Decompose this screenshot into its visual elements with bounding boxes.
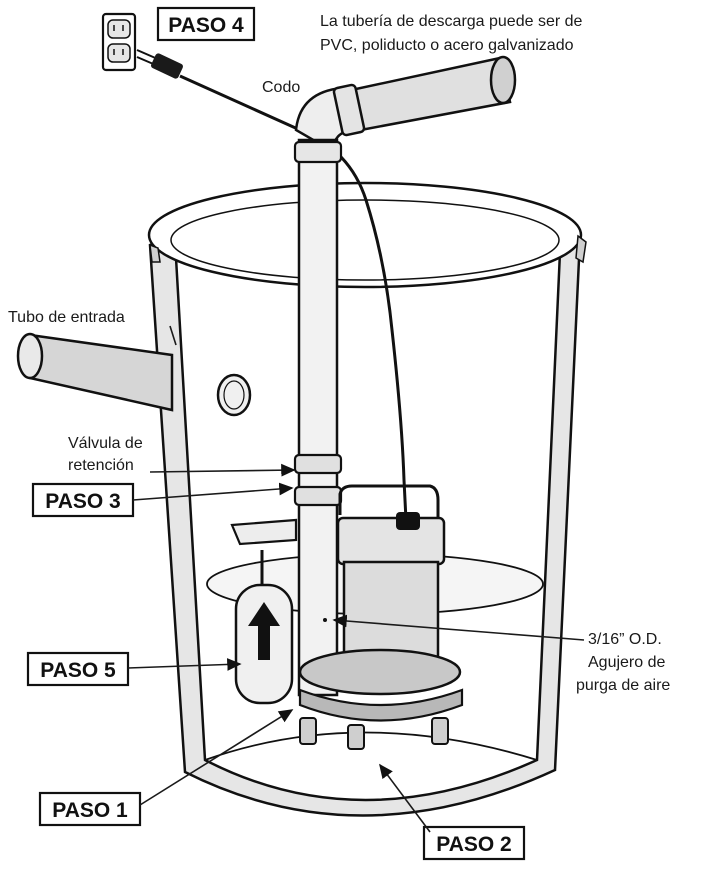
inlet-pipe bbox=[16, 332, 174, 412]
step-4-label: PASO 4 bbox=[168, 14, 244, 37]
discharge-pipe-horizontal bbox=[340, 55, 517, 134]
inlet-label: Tubo de entrada bbox=[8, 309, 125, 326]
step-box-4: PASO 4 bbox=[156, 6, 256, 42]
vent-label-line2: Agujero de bbox=[588, 654, 665, 671]
step-box-1: PASO 1 bbox=[38, 791, 142, 827]
check-valve-arrow bbox=[149, 463, 296, 477]
sump-pump bbox=[230, 484, 464, 750]
step-5-label: PASO 5 bbox=[40, 659, 116, 682]
step-3-arrow bbox=[132, 482, 294, 501]
elbow-label: Codo bbox=[262, 79, 300, 96]
elbow-fitting bbox=[294, 83, 366, 155]
step-2-arrow bbox=[379, 763, 431, 833]
check-valve-label-line1: Válvula de bbox=[68, 435, 143, 452]
discharge-label-line1: La tubería de descarga puede ser de bbox=[320, 13, 583, 30]
step-3-label: PASO 3 bbox=[45, 490, 120, 513]
step-box-5: PASO 5 bbox=[26, 651, 130, 687]
labels: La tubería de descarga puede ser de PVC,… bbox=[8, 13, 670, 694]
step-box-3: PASO 3 bbox=[31, 482, 135, 518]
leader-lines bbox=[127, 325, 585, 833]
step-1-arrow bbox=[139, 709, 294, 806]
vent-hole-arrow bbox=[332, 614, 585, 641]
wall-outlet bbox=[101, 12, 137, 72]
discharge-label-line2: PVC, poliducto o acero galvanizado bbox=[320, 37, 574, 54]
power-plug bbox=[136, 49, 183, 79]
vent-label-line1: 3/16” O.D. bbox=[588, 631, 662, 648]
step-2-label: PASO 2 bbox=[436, 833, 511, 856]
check-valve-label-line2: retención bbox=[68, 457, 134, 474]
inlet-leader bbox=[169, 325, 177, 346]
step-box-2: PASO 2 bbox=[422, 825, 526, 861]
step-5-arrow bbox=[127, 658, 242, 671]
step-1-label: PASO 1 bbox=[52, 799, 128, 822]
vent-label-line3: purga de aire bbox=[576, 677, 670, 694]
discharge-pipe-vertical bbox=[293, 138, 343, 697]
